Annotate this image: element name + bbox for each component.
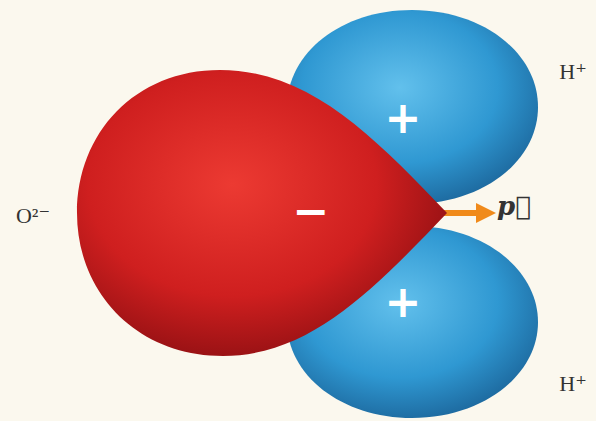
charge-sign: + [385,280,422,324]
charge-sign: − [293,189,330,233]
ion-label: O²⁻ [16,205,50,227]
atom-outline [77,70,447,356]
charge-sign: + [385,96,422,140]
ion-label: H⁺ [559,61,587,83]
arrow-head [476,203,496,223]
ion-label: H⁺ [559,373,587,395]
vector-label: p⃗ [497,193,531,219]
